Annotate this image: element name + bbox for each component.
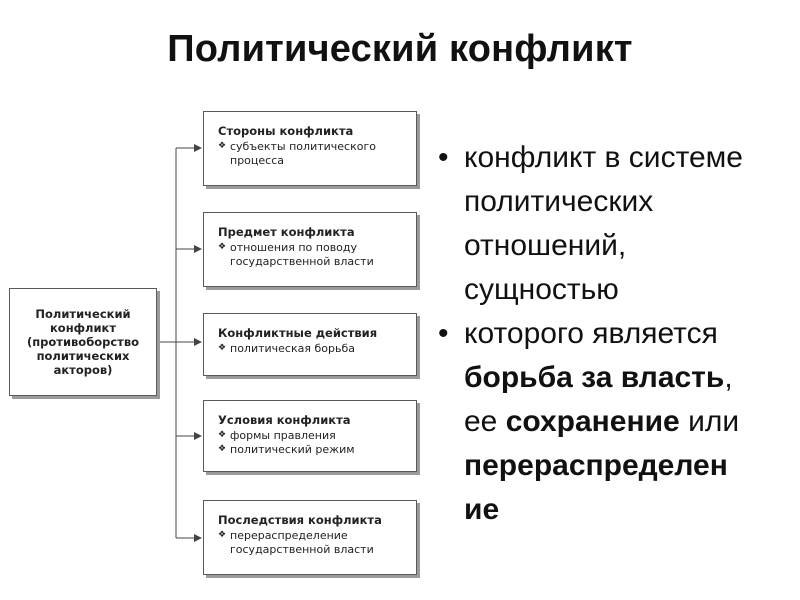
branch-item-line: отношения по поводу xyxy=(230,241,358,254)
slide-title: Политический конфликт xyxy=(167,28,633,70)
branch-box-actions: Конфликтные действия ❖ политическая борь… xyxy=(203,313,417,376)
diamond-bullet-icon: ❖ xyxy=(218,242,227,252)
bullet-list: • конфликт в системе политических отноше… xyxy=(438,136,798,532)
bullet-line: перераспределен xyxy=(464,444,798,488)
branch-item-text: отношения по поводу государственной влас… xyxy=(230,241,374,268)
main-line-5: акторов) xyxy=(53,363,113,377)
branch-item-line: государственной власти xyxy=(230,254,374,268)
bullet-point-1: • конфликт в системе политических отноше… xyxy=(438,136,798,312)
branch-box-conditions: Условия конфликта ❖ формы правления ❖ по… xyxy=(203,400,417,472)
main-line-4: политических xyxy=(36,349,130,363)
branch-item-text: политический режим xyxy=(230,443,355,457)
diamond-bullet-icon: ❖ xyxy=(218,141,227,151)
bullet-dot-icon: • xyxy=(438,317,449,350)
diamond-bullet-icon: ❖ xyxy=(218,430,227,440)
branch-item-line: государственной власти xyxy=(230,542,374,556)
branch-title: Условия конфликта xyxy=(218,413,351,427)
bullet-line: ие xyxy=(464,488,798,532)
bullet-line: сущностью xyxy=(464,273,619,306)
branch-item-line: политический режим xyxy=(230,442,355,456)
bullet-line: конфликт в системе xyxy=(464,141,743,174)
branch-title: Стороны конфликта xyxy=(218,124,354,138)
branch-item-line: перераспределение xyxy=(230,529,348,542)
branch-item: ❖ субъекты политического процесса xyxy=(218,140,406,167)
branch-item: ❖ перераспределение государственной влас… xyxy=(218,529,406,556)
branch-item-line: процесса xyxy=(230,153,284,167)
bold-phrase-struggle: борьба за власть xyxy=(464,361,725,394)
bullet-line: которого является xyxy=(464,317,718,350)
branch-item: ❖ отношения по поводу государственной вл… xyxy=(218,241,406,268)
bullet-text: ее xyxy=(464,405,506,438)
main-line-2: конфликт xyxy=(49,321,116,335)
branch-item-text: субъекты политического процесса xyxy=(230,140,376,167)
bullet-point-2: • которого является борьба за власть, ее… xyxy=(438,312,798,532)
bullet-line: борьба за власть, xyxy=(464,356,798,400)
bold-phrase-preservation: сохранение xyxy=(505,405,680,438)
branch-item-line: субъекты политического xyxy=(230,140,376,153)
branch-title: Последствия конфликта xyxy=(218,513,382,527)
main-line-1: Политический xyxy=(35,307,131,321)
branch-item-line: политическая борьба xyxy=(230,342,355,355)
main-line-3: (противоборство xyxy=(26,335,140,349)
branch-item: ❖ политическая борьба xyxy=(218,342,406,356)
branch-item-line: формы правления xyxy=(230,429,336,442)
branch-box-subject: Предмет конфликта ❖ отношения по поводу … xyxy=(203,212,417,287)
branch-item-text: политическая борьба xyxy=(230,342,355,356)
diamond-bullet-icon: ❖ xyxy=(218,443,227,454)
main-concept-box: Политический конфликт (противоборство по… xyxy=(9,288,157,396)
bullet-line: ее сохранение или xyxy=(464,400,798,444)
branch-title: Предмет конфликта xyxy=(218,225,355,239)
bullet-dot-icon: • xyxy=(438,141,449,174)
bold-phrase-redistribution-end: ие xyxy=(464,493,500,526)
branch-item: ❖ формы правления xyxy=(218,429,406,443)
branch-item: ❖ политический режим xyxy=(218,443,406,457)
branch-box-consequences: Последствия конфликта ❖ перераспределени… xyxy=(203,500,417,575)
bullet-text: , xyxy=(724,361,733,394)
bullet-line: политических xyxy=(464,185,654,218)
diamond-bullet-icon: ❖ xyxy=(218,343,227,353)
branch-item-text: формы правления xyxy=(230,429,336,443)
bullet-line: отношений, xyxy=(464,229,627,262)
branch-item-text: перераспределение государственной власти xyxy=(230,529,374,556)
branch-box-sides: Стороны конфликта ❖ субъекты политическо… xyxy=(203,111,417,186)
bullet-text: или xyxy=(679,405,740,438)
bold-phrase-redistribution: перераспределен xyxy=(464,449,728,482)
branch-title: Конфликтные действия xyxy=(218,326,378,340)
diamond-bullet-icon: ❖ xyxy=(218,530,227,540)
